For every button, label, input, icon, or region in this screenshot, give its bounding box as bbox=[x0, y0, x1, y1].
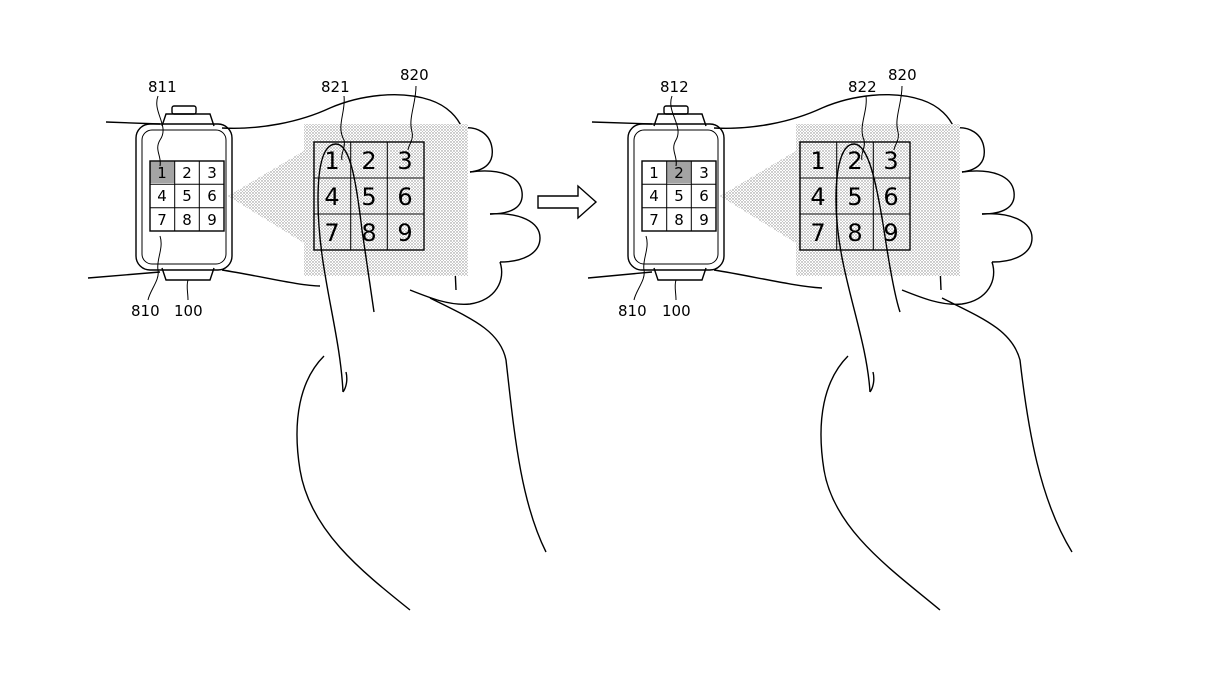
watch-key: 6 bbox=[699, 187, 709, 205]
label-watch-keypad: 810 bbox=[618, 302, 647, 320]
arm-outline bbox=[587, 94, 1033, 306]
projected-keypad: 1 2 3 4 5 6 7 8 9 bbox=[799, 141, 911, 251]
pointing-hand bbox=[820, 143, 1073, 611]
pointing-hand bbox=[296, 143, 547, 611]
projected-key: 8 bbox=[361, 219, 376, 247]
watch-key: 5 bbox=[182, 187, 192, 205]
watch-keypad: 1 2 3 4 5 6 7 8 9 bbox=[149, 160, 225, 232]
watch-key: 6 bbox=[207, 187, 217, 205]
projected-key: 5 bbox=[361, 183, 376, 211]
watch-key: 1 bbox=[649, 164, 659, 182]
panel-after: 1 2 3 4 5 6 7 8 9 1 2 3 4 bbox=[587, 66, 1073, 611]
label-projection-key: 821 bbox=[321, 78, 350, 96]
watch-key: 1 bbox=[157, 164, 167, 182]
label-projection-key: 822 bbox=[848, 78, 877, 96]
projection-beam bbox=[720, 146, 804, 248]
watch-key: 3 bbox=[699, 164, 709, 182]
label-device: 100 bbox=[662, 302, 691, 320]
watch-key: 5 bbox=[674, 187, 684, 205]
projected-key: 4 bbox=[810, 183, 825, 211]
watch-key: 3 bbox=[207, 164, 217, 182]
watch-button bbox=[663, 105, 689, 115]
label-watch-keypad: 810 bbox=[131, 302, 160, 320]
watch-key-highlight bbox=[150, 161, 175, 183]
label-projection: 820 bbox=[888, 66, 917, 84]
projected-key: 9 bbox=[397, 219, 412, 247]
label-projection: 820 bbox=[400, 66, 429, 84]
watch-key: 2 bbox=[182, 164, 192, 182]
projected-key: 1 bbox=[324, 147, 339, 175]
projected-key: 9 bbox=[883, 219, 898, 247]
watch-key: 9 bbox=[207, 211, 217, 229]
smartwatch bbox=[627, 105, 725, 281]
watch-body bbox=[627, 123, 725, 271]
projected-key: 6 bbox=[883, 183, 898, 211]
panel-before: 1 2 3 4 5 6 7 8 9 1 2 3 bbox=[87, 66, 547, 611]
projected-key: 5 bbox=[847, 183, 862, 211]
watch-key: 8 bbox=[182, 211, 192, 229]
projected-key: 2 bbox=[847, 147, 862, 175]
label-watch-screen: 812 bbox=[660, 78, 689, 96]
reference-labels: 811 821 820 810 100 bbox=[131, 66, 429, 320]
arm-outline bbox=[87, 94, 541, 306]
projected-key: 3 bbox=[883, 147, 898, 175]
watch-key: 4 bbox=[157, 187, 167, 205]
projected-key: 4 bbox=[324, 183, 339, 211]
label-device: 100 bbox=[174, 302, 203, 320]
watch-key: 7 bbox=[157, 211, 167, 229]
projection-beam bbox=[228, 146, 312, 248]
projected-key: 1 bbox=[810, 147, 825, 175]
projected-key: 7 bbox=[324, 219, 339, 247]
watch-body bbox=[135, 123, 233, 271]
watch-key: 2 bbox=[674, 164, 684, 182]
watch-key: 8 bbox=[674, 211, 684, 229]
transition-arrow-icon bbox=[537, 184, 598, 220]
projected-keypad: 1 2 3 4 5 6 7 8 9 bbox=[313, 141, 425, 251]
projected-key: 2 bbox=[361, 147, 376, 175]
reference-labels: 812 822 820 810 100 bbox=[618, 66, 917, 320]
watch-key: 4 bbox=[649, 187, 659, 205]
label-watch-screen: 811 bbox=[148, 78, 177, 96]
projected-key: 8 bbox=[847, 219, 862, 247]
watch-key-highlight bbox=[666, 161, 692, 183]
watch-key: 7 bbox=[649, 211, 659, 229]
projected-key: 7 bbox=[810, 219, 825, 247]
watch-button bbox=[171, 105, 197, 115]
watch-key: 9 bbox=[699, 211, 709, 229]
projected-key: 3 bbox=[397, 147, 412, 175]
projected-key: 6 bbox=[397, 183, 412, 211]
watch-keypad: 1 2 3 4 5 6 7 8 9 bbox=[641, 160, 717, 232]
